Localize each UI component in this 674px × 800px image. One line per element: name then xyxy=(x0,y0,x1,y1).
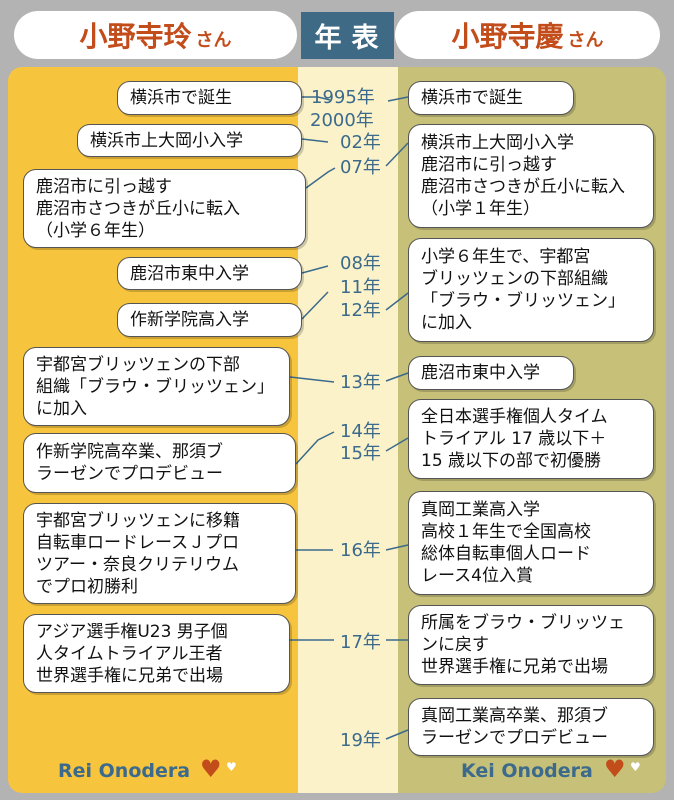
year-label: 11年 xyxy=(340,277,381,298)
rei-honorific: さん xyxy=(195,30,232,51)
kei-event: 全日本選手権個人タイム トライアル 17 歳以下＋ 15 歳以下の部で初優勝 xyxy=(408,399,654,479)
year-label: 12年 xyxy=(340,300,381,321)
rei-event: アジア選手権U23 男子個 人タイムトライアル王者 世界選手権に兄弟で出場 xyxy=(23,614,290,693)
year-label: 13年 xyxy=(340,372,381,393)
rei-header: 小野寺 玲 さん xyxy=(14,11,297,59)
year-label: 1995年 xyxy=(311,87,375,108)
kei-event: 真岡工業高入学 高校１年生で全国高校 総体自転車個人ロード レース4位入賞 xyxy=(408,491,654,595)
year-label: 08年 xyxy=(340,253,381,274)
kei-given-name: 慶 xyxy=(535,20,564,53)
year-label: 19年 xyxy=(340,730,381,751)
rei-event: 横浜市で誕生 xyxy=(117,81,302,115)
kei-surname: 小野寺 xyxy=(451,20,536,53)
year-label: 02年 xyxy=(340,132,381,153)
kei-event: 所属をブラウ・ブリッツェ ンに戻す 世界選手権に兄弟で出場 xyxy=(408,605,654,685)
kei-header: 小野寺 慶 さん xyxy=(395,11,660,59)
kei-event: 鹿沼市東中入学 xyxy=(408,356,574,390)
kei-footer-name: Kei Onodera xyxy=(461,760,593,782)
rei-event: 横浜市上大岡小入学 xyxy=(77,124,302,157)
rei-event: 作新学院高入学 xyxy=(117,303,302,337)
year-label: 17年 xyxy=(340,632,381,653)
heart-icon: ♥ xyxy=(226,760,237,774)
page-title: 年表 xyxy=(301,12,394,59)
year-label: 15年 xyxy=(340,443,381,464)
year-label: 07年 xyxy=(340,157,381,178)
heart-icon: ♥ xyxy=(630,760,641,774)
rei-given-name: 玲 xyxy=(163,20,192,53)
rei-surname: 小野寺 xyxy=(79,20,164,53)
year-label: 16年 xyxy=(340,540,381,561)
year-label: 14年 xyxy=(340,421,381,442)
heart-icon: ♥ xyxy=(200,755,222,783)
rei-event: 作新学院高卒業、那須ブ ラーゼンでプロデビュー xyxy=(23,433,296,493)
kei-honorific: さん xyxy=(567,30,604,51)
year-label: 2000年 xyxy=(310,110,374,131)
rei-footer-name: Rei Onodera xyxy=(58,760,191,782)
kei-event: 横浜市上大岡小入学 鹿沼市に引っ越す 鹿沼市さつきが丘小に転入 （小学１年生） xyxy=(408,124,654,228)
kei-event: 真岡工業高卒業、那須ブ ラーゼンでプロデビュー xyxy=(408,698,654,756)
kei-event: 小学６年生で、宇都宮 ブリッツェンの下部組織 「ブラウ・ブリッツェン」 に加入 xyxy=(408,238,654,342)
timeline-column xyxy=(298,67,398,793)
rei-event: 宇都宮ブリッツェンに移籍 自転車ロードレースＪプロ ツアー・奈良クリテリウム で… xyxy=(23,503,296,604)
kei-event: 横浜市で誕生 xyxy=(408,81,574,115)
rei-event: 鹿沼市東中入学 xyxy=(117,257,302,290)
rei-event: 鹿沼市に引っ越す 鹿沼市さつきが丘小に転入 （小学６年生） xyxy=(23,169,306,248)
rei-event: 宇都宮ブリッツェンの下部 組織「ブラウ・ブリッツェン」 に加入 xyxy=(23,347,290,426)
heart-icon: ♥ xyxy=(604,755,626,783)
